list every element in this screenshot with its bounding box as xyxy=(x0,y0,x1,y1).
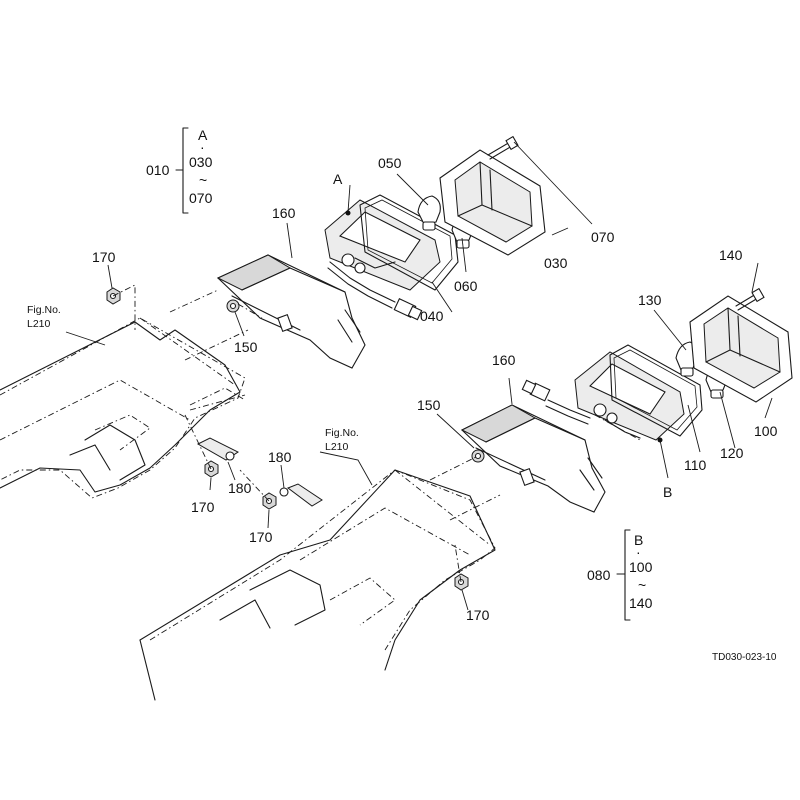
lamp-wire-lower xyxy=(521,379,591,425)
callout-060: 060 xyxy=(454,278,478,294)
stud-upper xyxy=(277,314,293,332)
lamp-body-lower xyxy=(574,351,685,441)
group-a-marker: A xyxy=(198,127,208,143)
fender-body-lower xyxy=(139,469,496,701)
group-b-tilde: ~ xyxy=(638,577,646,593)
group-b-to: 140 xyxy=(629,595,653,611)
fig-ref-upper-line1: Fig.No. xyxy=(27,304,61,316)
group-a-from: 030 xyxy=(189,154,213,170)
callout-110: 110 xyxy=(684,457,707,473)
fig-ref-upper-line2: L210 xyxy=(27,318,51,330)
callout-030: 030 xyxy=(544,255,568,271)
bulb-050 xyxy=(417,195,441,231)
bolt-170-b xyxy=(204,460,219,478)
callout-050: 050 xyxy=(378,155,402,171)
clip-180-b xyxy=(279,483,323,507)
assembly-lines xyxy=(112,284,641,583)
callout-140: 140 xyxy=(719,247,743,263)
group-b-sep: · xyxy=(636,544,641,560)
lamp-gasket-lower xyxy=(609,344,703,437)
group-b-from: 100 xyxy=(629,559,653,575)
fig-ref-upper: Fig.No. L210 xyxy=(27,304,61,330)
callout-120: 120 xyxy=(720,445,744,461)
lamp-lens-100 xyxy=(689,295,793,403)
fig-ref-lower: Fig.No. L210 xyxy=(325,427,359,453)
group-b-bracket: 080 B · 100 ~ 140 xyxy=(587,529,653,621)
lamp-guard-160-upper xyxy=(216,254,366,369)
group-a-tilde: ~ xyxy=(199,172,207,188)
marker-b-label: B xyxy=(663,484,672,500)
marker-a-dot xyxy=(345,210,351,216)
callout-130: 130 xyxy=(638,292,662,308)
callout-160-upper: 160 xyxy=(272,205,296,221)
callout-150-lower: 150 xyxy=(417,397,441,413)
drawing-code: TD030-023-10 xyxy=(712,652,777,663)
marker-b-dot xyxy=(657,437,663,443)
leader-lines xyxy=(65,141,773,611)
callout-170-c: 170 xyxy=(249,529,273,545)
callout-070: 070 xyxy=(591,229,615,245)
lamp-wire-upper xyxy=(327,261,423,321)
stud-lower xyxy=(519,468,535,486)
callout-170-b: 170 xyxy=(191,499,215,515)
group-a-bracket: 010 A · 030 ~ 070 xyxy=(146,127,213,214)
fender-outline-lower xyxy=(149,469,496,651)
group-a-parent: 010 xyxy=(146,162,170,178)
callout-160-lower: 160 xyxy=(492,352,516,368)
fig-ref-lower-line2: L210 xyxy=(325,441,349,453)
screw-070 xyxy=(487,135,519,160)
nut-150-lower xyxy=(471,449,485,463)
bolt-170-d xyxy=(454,573,469,591)
marker-a-label: A xyxy=(333,171,343,187)
screw-140 xyxy=(735,287,765,311)
bolt-170-c xyxy=(262,492,277,510)
callout-170-d: 170 xyxy=(466,607,490,623)
callout-180-b: 180 xyxy=(268,449,292,465)
nut-150-upper xyxy=(226,299,240,313)
group-a-sep: · xyxy=(200,139,205,155)
callout-170-a: 170 xyxy=(92,249,116,265)
group-b-parent: 080 xyxy=(587,567,611,583)
callout-180-a: 180 xyxy=(228,480,252,496)
lamp-body-upper xyxy=(324,199,441,291)
clip-180-a xyxy=(196,437,239,461)
fender-body-upper xyxy=(0,321,241,493)
fig-ref-lower-line1: Fig.No. xyxy=(325,427,359,439)
lamp-lens-030 xyxy=(439,149,546,256)
callout-labels: A 050 060 070 030 040 160 170 150 160 15… xyxy=(92,155,778,623)
lamp-gasket-upper xyxy=(359,194,459,291)
group-b-marker: B xyxy=(634,532,643,548)
fender-outline-upper xyxy=(0,317,246,499)
callout-150-upper: 150 xyxy=(234,339,258,355)
callout-100: 100 xyxy=(754,423,778,439)
callout-040: 040 xyxy=(420,308,444,324)
group-a-to: 070 xyxy=(189,190,213,206)
